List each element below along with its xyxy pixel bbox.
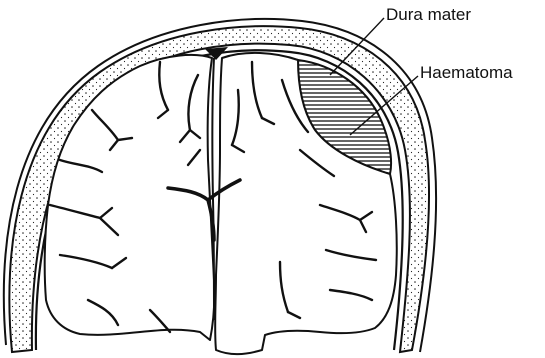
labels: Dura mater Haematoma [386, 5, 513, 82]
haematoma-label: Haematoma [420, 63, 513, 82]
dura-mater-label: Dura mater [386, 5, 471, 24]
